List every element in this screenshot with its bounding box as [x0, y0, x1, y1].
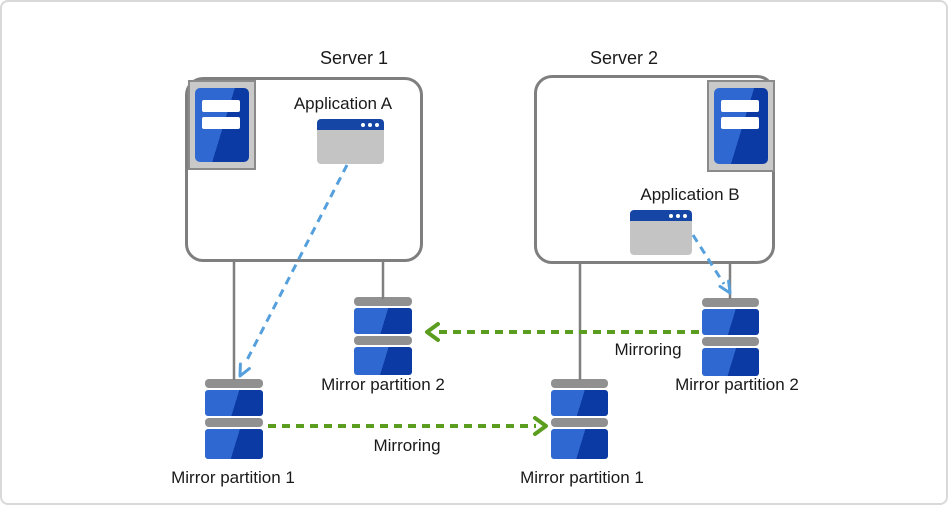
application-b-window-icon [630, 210, 692, 255]
partition-cap [551, 418, 608, 427]
server1-icon [188, 80, 256, 170]
server-slot [202, 100, 240, 112]
window-body [630, 221, 692, 255]
partition-disk [702, 309, 759, 335]
mirroring-bottom-label: Mirroring [373, 436, 441, 455]
partition-disk [551, 390, 608, 416]
window-dot [361, 123, 365, 127]
server2-icon [707, 80, 775, 172]
partition-disk [702, 348, 759, 376]
server2-title: Server 2 [589, 48, 659, 68]
server-slot [202, 117, 240, 129]
window-body [317, 130, 384, 164]
mirror-partition-2-right-icon [702, 298, 759, 376]
partition-cap [551, 379, 608, 388]
mirror-partition-1-right-label: Mirror partition 1 [520, 468, 644, 487]
application-a-window-icon [317, 119, 384, 164]
partition-cap [205, 379, 263, 388]
window-titlebar [630, 210, 692, 221]
app-a-arrow-head [238, 362, 251, 378]
partition-cap [205, 418, 263, 427]
mirror-partition-1-right-icon [551, 379, 608, 459]
mirror-partition-2-left-icon [354, 297, 412, 375]
partition-cap [354, 297, 412, 306]
mirror-partition-1-left-icon [205, 379, 263, 459]
mirror-partition-1-left-label: Mirror partition 1 [171, 468, 295, 487]
partition-disk [354, 347, 412, 375]
window-titlebar [317, 119, 384, 130]
mirroring-top-label: Mirroring [614, 340, 682, 359]
partition-disk [354, 308, 412, 334]
window-dots-icon [669, 214, 687, 218]
window-dots-icon [361, 123, 379, 127]
partition-disk [205, 390, 263, 416]
window-dot [669, 214, 673, 218]
partition-cap [702, 298, 759, 307]
mirror-partition-2-left-label: Mirror partition 2 [321, 375, 445, 394]
window-dot [676, 214, 680, 218]
mirroring-arrow-top-head [425, 322, 440, 342]
window-dot [683, 214, 687, 218]
mirror-partition-2-right-label: Mirror partition 2 [675, 375, 799, 394]
app-b-arrow-head [718, 279, 732, 295]
window-dot [375, 123, 379, 127]
application-a-label: Application A [293, 94, 393, 113]
partition-disk [551, 429, 608, 459]
server-slot [721, 100, 759, 112]
window-dot [368, 123, 372, 127]
partition-cap [702, 337, 759, 346]
partition-cap [354, 336, 412, 345]
server-slot [721, 117, 759, 129]
application-b-label: Application B [640, 185, 740, 204]
partition-disk [205, 429, 263, 459]
mirroring-arrow-bottom-head [533, 416, 548, 436]
server-tower-shape [195, 88, 249, 162]
server1-title: Server 1 [319, 48, 389, 68]
server-tower-shape [714, 88, 768, 164]
